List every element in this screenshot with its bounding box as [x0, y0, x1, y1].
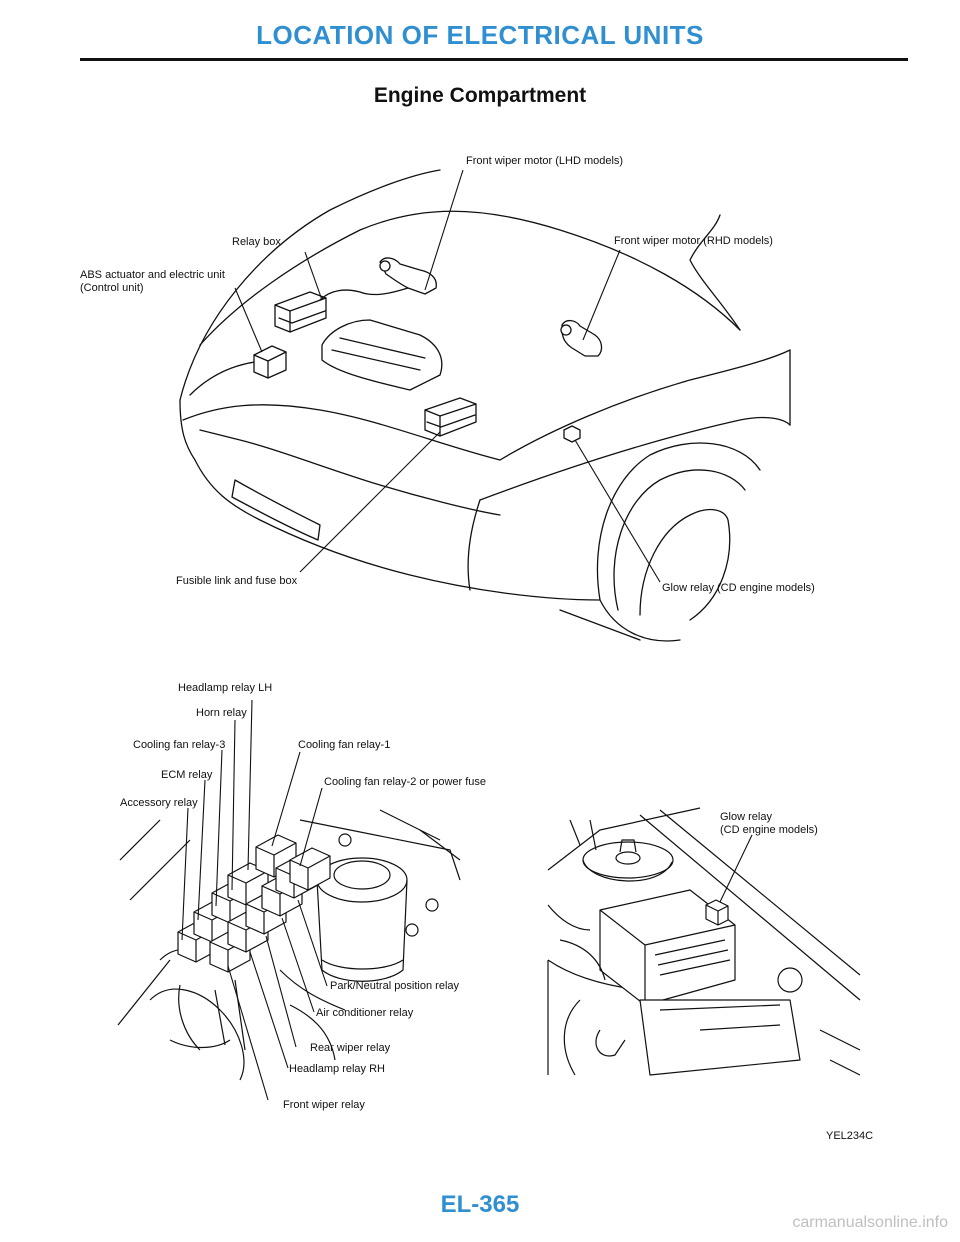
label-cooling-fan-relay-2: Cooling fan relay-2 or power fuse [324, 776, 487, 788]
leader-park-neutral [297, 899, 328, 987]
leader-rear-wiper [265, 935, 297, 1048]
leader-accessory [181, 807, 189, 941]
label-headlamp-relay-rh: Headlamp relay RH [289, 1063, 385, 1075]
label-glow-relay-top: Glow relay (CD engine models) [662, 582, 815, 594]
leader-cooling-fan-1 [271, 751, 301, 847]
label-relay-box: Relay box [232, 236, 281, 248]
label-glow-relay-bottom-line1: Glow relay [720, 811, 772, 823]
leader-horn [231, 719, 236, 891]
label-accessory-relay: Accessory relay [120, 797, 198, 809]
label-abs-actuator-line1: ABS actuator and electric unit [80, 269, 225, 281]
label-rear-wiper-relay: Rear wiper relay [310, 1042, 391, 1054]
section-title: LOCATION OF ELECTRICAL UNITS [256, 20, 704, 50]
leader-cooling-fan-3 [215, 749, 223, 907]
label-abs-actuator-line2: (Control unit) [80, 282, 144, 294]
header-rule [80, 58, 908, 61]
label-cooling-fan-relay-3: Cooling fan relay-3 [133, 739, 226, 751]
leader-glow-relay-bottom [719, 834, 753, 903]
leader-headlamp-lh [247, 699, 253, 871]
label-front-wiper-relay: Front wiper relay [283, 1099, 365, 1111]
label-glow-relay-bottom-line2: (CD engine models) [720, 824, 818, 836]
leader-front-wiper-lhd [424, 169, 464, 291]
leader-abs-actuator [234, 287, 263, 353]
leader-front-wiper-rhd [582, 249, 621, 341]
leader-cooling-fan-2 [299, 787, 323, 867]
label-ecm-relay: ECM relay [161, 769, 213, 781]
watermark: carmanualsonline.info [792, 1214, 948, 1231]
leader-glow-relay-top [574, 439, 661, 583]
leader-fusible-link [299, 431, 441, 573]
leader-headlamp-rh [249, 951, 289, 1069]
label-air-conditioner-relay: Air conditioner relay [316, 1007, 414, 1019]
label-fusible-link: Fusible link and fuse box [176, 575, 298, 587]
leader-ecm [197, 779, 206, 921]
label-headlamp-relay-lh: Headlamp relay LH [178, 682, 273, 694]
label-front-wiper-rhd: Front wiper motor (RHD models) [614, 235, 773, 247]
leader-air-conditioner [281, 917, 315, 1013]
label-park-neutral-relay: Park/Neutral position relay [330, 980, 460, 992]
leader-front-wiper [227, 965, 269, 1101]
page-number: EL-365 [440, 1191, 520, 1218]
leader-relay-box [304, 251, 323, 301]
figure-code: YEL234C [826, 1130, 874, 1142]
label-cooling-fan-relay-1: Cooling fan relay-1 [298, 739, 391, 751]
label-front-wiper-lhd: Front wiper motor (LHD models) [466, 155, 624, 167]
page-heading: Engine Compartment [373, 84, 587, 107]
label-horn-relay: Horn relay [196, 707, 247, 719]
